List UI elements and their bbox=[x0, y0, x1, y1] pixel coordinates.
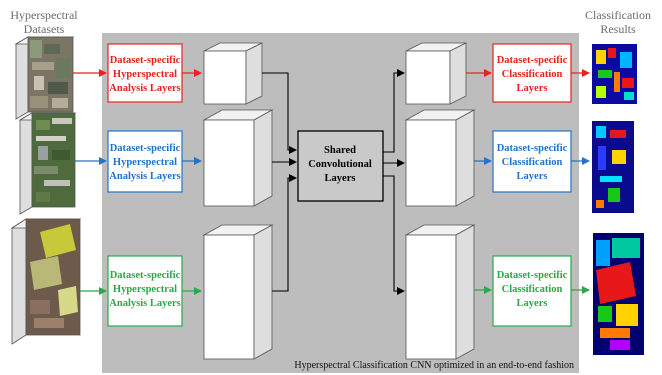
classification-box-2-line2: Classification bbox=[502, 157, 563, 168]
analysis-box-1-line1: Dataset-specific bbox=[110, 55, 181, 66]
classification-box-1-line2: Classification bbox=[502, 69, 563, 80]
feature-cube-right-3 bbox=[404, 224, 476, 360]
shared-line1: Shared bbox=[324, 145, 356, 156]
left-header-line1: Hyperspectral bbox=[10, 8, 78, 22]
dataset-cube-1 bbox=[14, 36, 75, 120]
analysis-box-3: Dataset-specific Hyperspectral Analysis … bbox=[107, 255, 183, 327]
shared-convolutional-block: Shared Convolutional Layers bbox=[297, 130, 384, 202]
classification-box-1-line1: Dataset-specific bbox=[497, 55, 568, 66]
left-header-line2: Datasets bbox=[24, 22, 65, 36]
analysis-box-1-line3: Analysis Layers bbox=[109, 83, 180, 94]
classification-box-2-line1: Dataset-specific bbox=[497, 143, 568, 154]
analysis-box-1: Dataset-specific Hyperspectral Analysis … bbox=[107, 43, 183, 103]
shared-line2: Convolutional bbox=[308, 159, 372, 170]
classification-box-3-line2: Classification bbox=[502, 284, 563, 295]
feature-cube-right-2 bbox=[404, 109, 476, 207]
classification-box-2-line3: Layers bbox=[517, 171, 548, 182]
classification-box-1-line3: Layers bbox=[517, 83, 548, 94]
classification-box-3-line3: Layers bbox=[517, 298, 548, 309]
caption: Hyperspectral Classification CNN optimiz… bbox=[294, 360, 574, 371]
right-header-line2: Results bbox=[600, 22, 636, 36]
analysis-box-3-line1: Dataset-specific bbox=[110, 270, 181, 281]
analysis-box-2-line2: Hyperspectral bbox=[113, 157, 177, 168]
analysis-box-2: Dataset-specific Hyperspectral Analysis … bbox=[107, 130, 183, 193]
dataset-cube-3 bbox=[10, 218, 82, 345]
analysis-box-2-line3: Analysis Layers bbox=[109, 171, 180, 182]
feature-cube-left-3 bbox=[202, 224, 274, 360]
classification-box-2: Dataset-specific Classification Layers bbox=[492, 130, 572, 193]
feature-cube-right-1 bbox=[405, 42, 467, 105]
classification-box-3: Dataset-specific Classification Layers bbox=[492, 255, 572, 327]
classification-box-3-line1: Dataset-specific bbox=[497, 270, 568, 281]
result-map-1 bbox=[592, 44, 637, 104]
connector-shared-to-right-3 bbox=[383, 175, 405, 295]
connector-left-to-shared-3 bbox=[272, 174, 297, 292]
result-map-2 bbox=[592, 121, 634, 213]
shared-line3: Layers bbox=[325, 173, 356, 184]
result-map-3 bbox=[593, 233, 644, 355]
classification-box-1: Dataset-specific Classification Layers bbox=[492, 43, 572, 103]
analysis-box-3-line2: Hyperspectral bbox=[113, 284, 177, 295]
connector-shared-to-right-1 bbox=[383, 69, 405, 153]
right-header-line1: Classification bbox=[585, 8, 651, 22]
connector-left-to-shared-1 bbox=[262, 72, 297, 154]
analysis-box-3-line3: Analysis Layers bbox=[109, 298, 180, 309]
analysis-box-1-line2: Hyperspectral bbox=[113, 69, 177, 80]
feature-cube-left-1 bbox=[203, 42, 263, 105]
analysis-box-2-line1: Dataset-specific bbox=[110, 143, 181, 154]
dataset-cube-2 bbox=[18, 112, 77, 215]
feature-cube-left-2 bbox=[202, 109, 274, 207]
